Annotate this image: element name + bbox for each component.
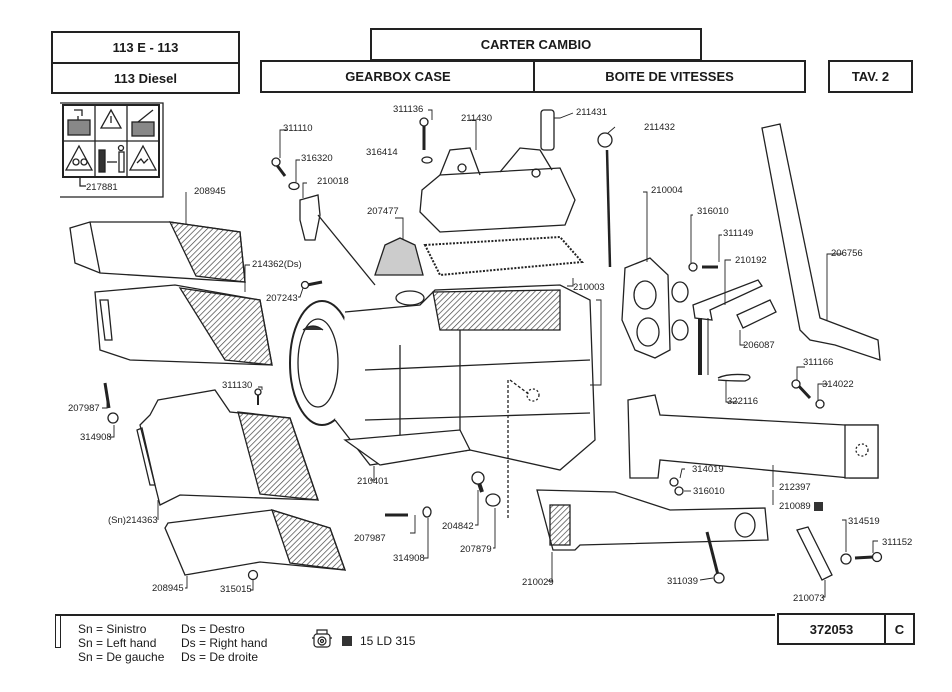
part-label: 210401 xyxy=(357,476,389,487)
part-label: 208945 xyxy=(152,583,184,594)
gear-lever xyxy=(692,279,763,321)
part-label: 207987 xyxy=(354,533,386,544)
lever-grip xyxy=(736,299,777,329)
part-label: 207243 xyxy=(266,293,298,304)
part-label: 206756 xyxy=(831,248,863,259)
hand-crush-warning-icon xyxy=(128,144,158,171)
part-label: 311130 xyxy=(222,380,253,391)
legend-line: Ds = De droite xyxy=(181,650,259,664)
legend-line: Sn = Left hand xyxy=(78,636,157,650)
part-label: 210029 xyxy=(522,577,554,588)
part-label: (Sn)214363 xyxy=(108,515,158,526)
footer-rule xyxy=(55,614,775,616)
part-label: 316010 xyxy=(697,206,729,217)
part-label: 207879 xyxy=(460,544,492,555)
part-label: 210192 xyxy=(735,255,767,266)
legend-line: Ds = Right hand xyxy=(181,636,268,650)
engine-model: 15 LD 315 xyxy=(360,634,416,648)
part-label: 311110 xyxy=(283,123,313,134)
legend-sinistro: Sn = Sinistro Sn = Left hand Sn = De gau… xyxy=(78,622,164,664)
revision: C xyxy=(894,621,905,637)
part-label: 208945 xyxy=(194,186,226,197)
part-label: 204842 xyxy=(442,521,474,532)
gear-lever-arm xyxy=(761,123,881,361)
part-label: 311152 xyxy=(882,537,913,548)
part-label: 316010 xyxy=(693,486,725,497)
part-label: 316320 xyxy=(301,153,333,164)
title-fr-box: BOITE DE VITESSES xyxy=(533,60,806,93)
legend-line: Sn = Sinistro xyxy=(78,622,147,636)
title-it-box: CARTER CAMBIO xyxy=(370,28,702,61)
part-label: 322116 xyxy=(727,396,758,407)
doc-number: 372053 xyxy=(809,621,854,637)
part-label: 211431 xyxy=(576,107,607,118)
gearbox-case xyxy=(289,284,596,520)
part-label: 314019 xyxy=(692,464,724,475)
engine-icon xyxy=(312,629,332,648)
top-cover xyxy=(419,147,576,233)
title-en-box: GEARBOX CASE xyxy=(260,60,536,93)
gasket xyxy=(423,235,585,277)
revision-box: C xyxy=(884,613,915,645)
manual-operator-icon xyxy=(67,109,91,136)
title-italian: CARTER CAMBIO xyxy=(480,37,592,52)
part-label: 210089 xyxy=(779,501,811,512)
part-label: 206087 xyxy=(743,340,775,351)
part-label: 214362(Ds) xyxy=(252,259,302,270)
safety-decal xyxy=(60,102,164,198)
model-top: 113 E - 113 xyxy=(112,40,179,55)
part-label: 315015 xyxy=(220,584,252,595)
part-label: 211430 xyxy=(461,113,492,124)
part-label: 211432 xyxy=(644,122,675,133)
part-label: 210004 xyxy=(651,185,683,196)
entanglement-warning-icon xyxy=(64,144,94,171)
kit-marker xyxy=(814,502,823,511)
part-label: 311166 xyxy=(803,357,834,368)
part-label: 210073 xyxy=(793,593,825,604)
gear-lever-boot xyxy=(374,237,424,276)
shield-lower xyxy=(164,509,346,576)
support-bracket xyxy=(536,489,769,551)
part-label: 314519 xyxy=(848,516,880,527)
footer-left-bar xyxy=(55,616,61,648)
part-label: 207987 xyxy=(68,403,100,414)
shield-right-hand xyxy=(94,284,273,366)
part-label: 311136 xyxy=(393,104,424,115)
part-label: 217881 xyxy=(86,182,118,193)
shield-left-hand xyxy=(136,389,319,506)
title-english: GEARBOX CASE xyxy=(345,69,451,84)
engine-marker xyxy=(342,636,352,646)
doc-number-box: 372053 xyxy=(777,613,886,645)
legend-line: Sn = De gauche xyxy=(78,650,165,664)
legend-line: Ds = Destro xyxy=(181,622,245,636)
manual-lever-icon xyxy=(131,109,155,137)
table-number-box: TAV. 2 xyxy=(828,60,913,93)
part-label: 210018 xyxy=(317,176,349,187)
part-label: 210003 xyxy=(573,282,605,293)
part-label: 311039 xyxy=(667,576,698,587)
model-bottom-box: 113 Diesel xyxy=(51,62,240,94)
model-bottom: 113 Diesel xyxy=(114,70,177,86)
part-label: 311149 xyxy=(723,228,754,239)
part-label: 212397 xyxy=(779,482,811,493)
warning-triangle-icon xyxy=(99,108,123,129)
keep-distance-icon xyxy=(98,144,125,173)
part-label: 207477 xyxy=(367,206,399,217)
part-label: 314908 xyxy=(393,553,425,564)
table-number: TAV. 2 xyxy=(851,69,890,84)
part-label: 314022 xyxy=(822,379,854,390)
shield-upper xyxy=(69,221,246,283)
part-label: 316414 xyxy=(366,147,398,158)
legend-destro: Ds = Destro Ds = Right hand Ds = De droi… xyxy=(181,622,267,664)
part-label: 314908 xyxy=(80,432,112,443)
title-french: BOITE DE VITESSES xyxy=(605,69,734,84)
selector-flange xyxy=(621,257,671,359)
support-arm xyxy=(627,394,879,479)
pivot-pin xyxy=(796,526,833,581)
model-top-box: 113 E - 113 xyxy=(51,31,240,64)
